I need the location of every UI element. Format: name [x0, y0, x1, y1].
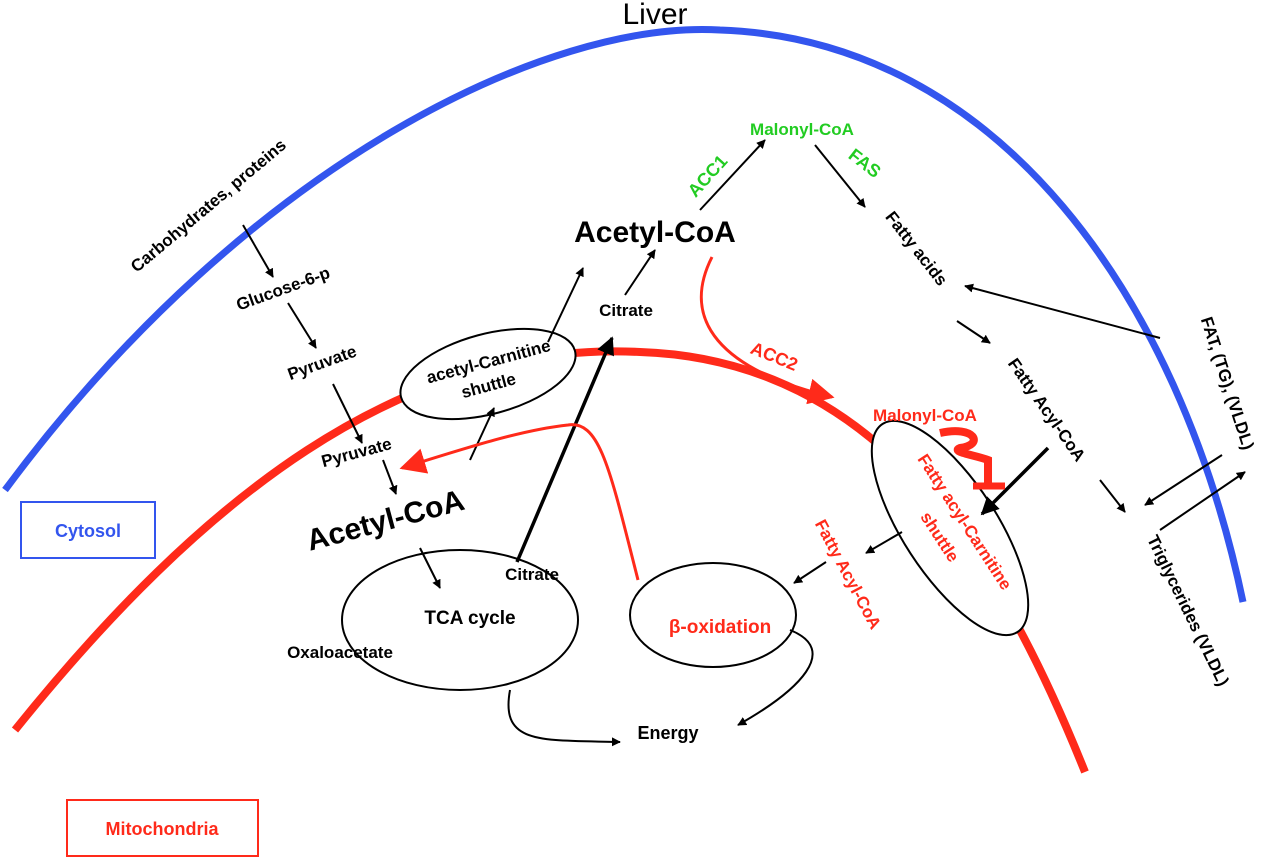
- label-malonylcoa-mito: Malonyl-CoA: [873, 406, 977, 425]
- arrow-fat-to-fattyacids: [964, 283, 1161, 339]
- arrow-fattyacids-to-fattyacylcoa: [956, 320, 991, 344]
- arrow-malonylcoa-to-fattyacids: [814, 144, 866, 208]
- label-acc1: ACC1: [684, 151, 732, 201]
- label-triglycerides-vldl: Triglycerides (VLDL): [1143, 532, 1233, 689]
- arrow-fattyacylcoa-to-beta-oxidation: [793, 561, 827, 584]
- cytosol-membrane: [2, 26, 1247, 603]
- tca-cycle-ellipse: [341, 549, 579, 691]
- label-energy: Energy: [637, 723, 698, 743]
- arrow-triglycerides-to-fat: [1159, 471, 1246, 531]
- arrow-beta-oxidation-to-energy: [737, 629, 814, 726]
- label-fatty-acids: Fatty acids: [882, 208, 952, 290]
- malonylcoa-inhibition: [939, 427, 992, 485]
- arrow-fattyacylcoa-to-triglycerides: [1099, 479, 1126, 513]
- label-malonylcoa-cytosol: Malonyl-CoA: [750, 120, 854, 139]
- mitochondria-label-box: [66, 799, 259, 857]
- arrow-acetylcoa-to-tca: [419, 547, 441, 589]
- label-beta-oxidation: β-oxidation: [669, 617, 771, 638]
- arrow-beta-oxidation-to-acetylcoa: [399, 423, 640, 581]
- label-acetylcoa-cytosol: Acetyl-CoA: [574, 216, 736, 249]
- label-tca-cycle: TCA cycle: [424, 608, 515, 629]
- label-carbohydrates-proteins: Carbohydrates, proteins: [127, 135, 290, 276]
- beta-oxidation-ellipse: [629, 562, 797, 668]
- cytosol-label: Cytosol: [55, 521, 121, 541]
- arrow-citrate-to-acetylcoa: [624, 249, 656, 296]
- arrow-carbs-to-glucose6p: [242, 224, 274, 278]
- arrow-shuttle-to-fattyacylcoa-mito: [865, 531, 903, 554]
- arrow-glucose6p-to-pyruvate: [287, 302, 317, 349]
- black-arrows: [242, 139, 1246, 747]
- arrow-pyruvate-across-membrane: [332, 383, 363, 444]
- label-fatty-acylcoa-mito: Fatty Acyl-CoA: [811, 516, 885, 632]
- arrow-acetylcoa-to-carnitine-shuttle: [469, 407, 495, 461]
- label-fas: FAS: [845, 145, 885, 182]
- arrow-acc2-to-membrane: [700, 256, 835, 405]
- arrow-citrate-out-of-mitochondria: [515, 336, 614, 563]
- diagram-title: Liver: [622, 0, 687, 31]
- label-fat-tg-vldl: FAT, (TG), (VLDL): [1197, 315, 1258, 453]
- arrow-shuttle-to-acetylcoa: [547, 267, 584, 343]
- acetyl-carnitine-shuttle-ellipse: [399, 327, 577, 421]
- arrow-fattyacylcoa-into-shuttle: [980, 446, 1050, 516]
- label-oxaloacetate: Oxaloacetate: [287, 643, 393, 662]
- label-acetylcoa-mito: Acetyl-CoA: [303, 484, 468, 558]
- arrow-tca-to-energy: [507, 689, 621, 747]
- cytosol-label-box: [20, 501, 156, 559]
- label-glucose-6-p: Glucose-6-p: [234, 263, 333, 314]
- arrow-pyruvate-to-acetylcoa: [382, 459, 398, 495]
- label-pyruvate-cytosol: Pyruvate: [285, 342, 359, 384]
- label-citrate-cytosol: Citrate: [599, 301, 653, 320]
- arrow-fat-to-triglycerides: [1144, 454, 1223, 506]
- label-citrate-mito: Citrate: [505, 565, 559, 584]
- mitochondria-label: Mitochondria: [106, 819, 220, 839]
- arrow-acetylcoa-to-malonylcoa: [699, 139, 766, 211]
